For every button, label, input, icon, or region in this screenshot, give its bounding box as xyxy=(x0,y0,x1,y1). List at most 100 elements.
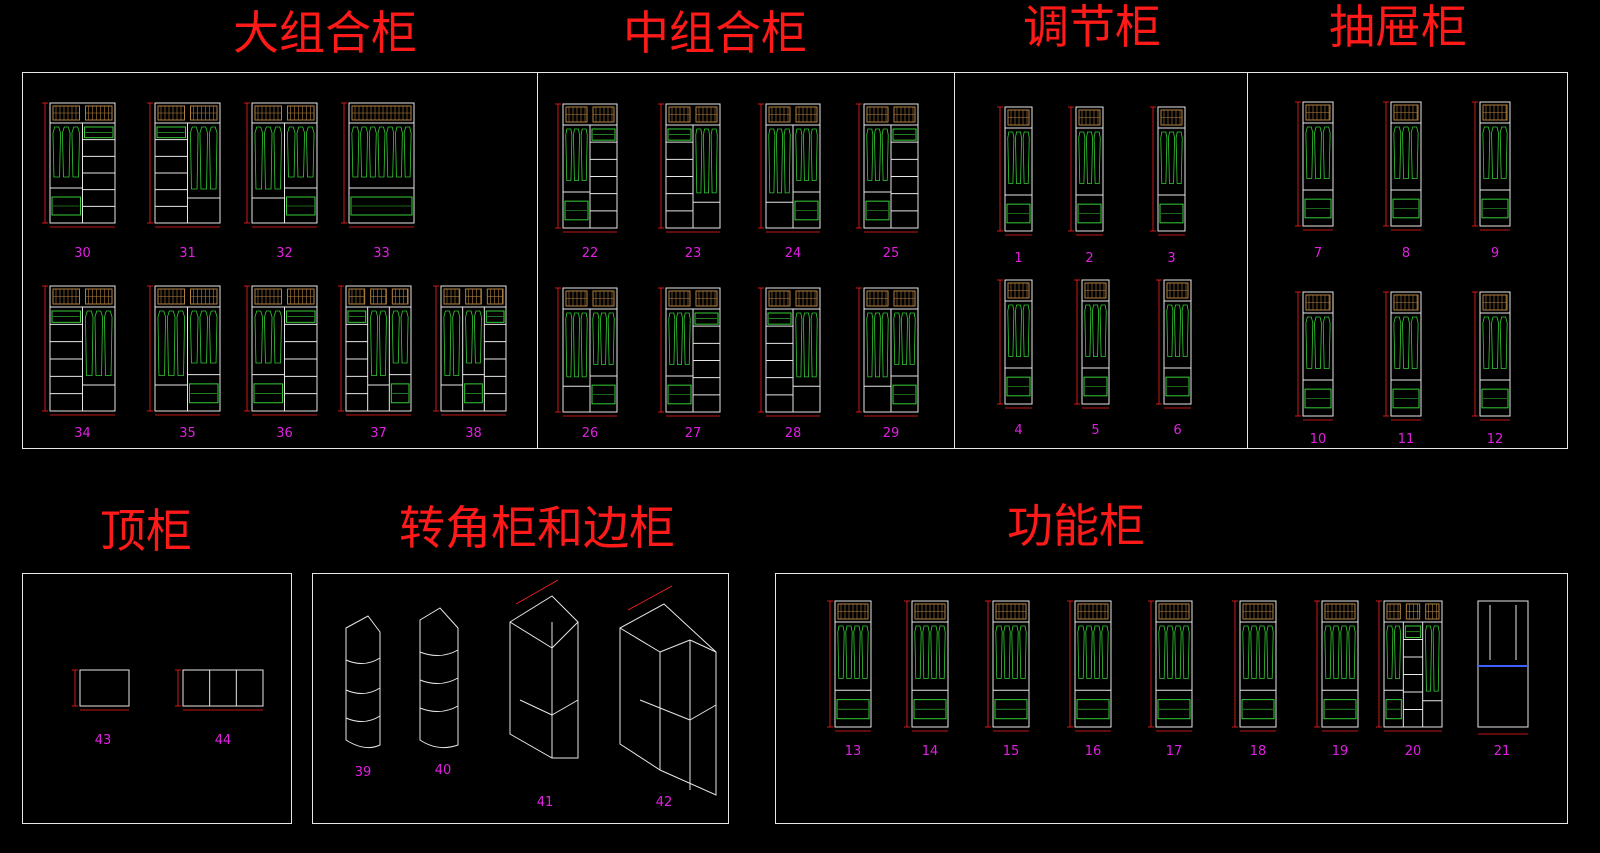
svg-text:30: 30 xyxy=(74,246,91,261)
cabinet-7: 7 xyxy=(1295,101,1334,261)
svg-text:1: 1 xyxy=(1014,251,1022,266)
svg-text:16: 16 xyxy=(1085,744,1102,759)
cabinet-14: 14 xyxy=(904,600,949,759)
svg-text:7: 7 xyxy=(1314,246,1322,261)
corner-cabinet-39: 39 xyxy=(345,615,381,780)
cabinet-35: 35 xyxy=(147,285,221,441)
svg-text:14: 14 xyxy=(922,744,939,759)
svg-text:26: 26 xyxy=(582,426,599,441)
frame-corner xyxy=(312,573,729,824)
cabinet-16: 16 xyxy=(1067,600,1112,759)
title-medium-combo: 中组合柜 xyxy=(623,6,807,60)
svg-text:9: 9 xyxy=(1491,246,1499,261)
svg-text:39: 39 xyxy=(355,765,372,780)
cabinet-20: 20 xyxy=(1376,600,1443,759)
svg-text:35: 35 xyxy=(179,426,196,441)
cabinet-2: 2 xyxy=(1068,106,1104,266)
cabinet-1: 1 xyxy=(997,106,1033,266)
svg-text:42: 42 xyxy=(656,795,673,810)
frame-drawer xyxy=(1247,72,1568,449)
cabinet-22: 22 xyxy=(555,103,618,261)
svg-text:20: 20 xyxy=(1405,744,1422,759)
cabinet-33: 33 xyxy=(341,102,415,261)
svg-text:19: 19 xyxy=(1332,744,1349,759)
side-cabinet-42: 42 xyxy=(619,585,717,810)
svg-text:29: 29 xyxy=(883,426,900,441)
svg-text:28: 28 xyxy=(785,426,802,441)
cabinet-4: 4 xyxy=(997,279,1033,438)
svg-text:13: 13 xyxy=(845,744,862,759)
cabinet-34: 34 xyxy=(42,285,116,441)
cabinet-5: 5 xyxy=(1074,279,1110,438)
title-adjust: 调节柜 xyxy=(1023,0,1161,54)
svg-text:2: 2 xyxy=(1085,251,1093,266)
title-corner: 转角柜和边柜 xyxy=(399,501,675,555)
cabinet-19: 19 xyxy=(1314,600,1359,759)
corner-cabinet-40: 40 xyxy=(419,607,459,778)
svg-text:12: 12 xyxy=(1487,432,1504,447)
cabinet-32: 32 xyxy=(244,102,318,261)
title-drawer: 抽屉柜 xyxy=(1329,0,1467,54)
cabinet-37: 37 xyxy=(338,285,412,441)
svg-text:3: 3 xyxy=(1167,251,1175,266)
top-cabinet-44: 44 xyxy=(175,669,264,748)
svg-text:32: 32 xyxy=(276,246,293,261)
cabinet-26: 26 xyxy=(555,287,618,441)
svg-text:17: 17 xyxy=(1166,744,1183,759)
svg-text:23: 23 xyxy=(685,246,702,261)
top-cabinet-43: 43 xyxy=(72,669,130,748)
cabinet-10: 10 xyxy=(1295,291,1334,447)
title-function: 功能柜 xyxy=(1007,499,1145,553)
cabinet-31: 31 xyxy=(147,102,221,261)
svg-text:43: 43 xyxy=(95,733,112,748)
cabinet-11: 11 xyxy=(1383,291,1422,447)
svg-text:44: 44 xyxy=(215,733,232,748)
cabinet-17: 17 xyxy=(1148,600,1193,759)
cabinet-12: 12 xyxy=(1472,291,1511,447)
cabinet-15: 15 xyxy=(985,600,1030,759)
cabinet-30: 30 xyxy=(42,102,116,261)
svg-text:31: 31 xyxy=(179,246,196,261)
svg-text:10: 10 xyxy=(1310,432,1327,447)
cabinet-36: 36 xyxy=(244,285,318,441)
cabinet-8: 8 xyxy=(1383,101,1422,261)
cabinet-9: 9 xyxy=(1472,101,1511,261)
svg-text:34: 34 xyxy=(74,426,91,441)
svg-text:41: 41 xyxy=(537,795,554,810)
cabinet-38: 38 xyxy=(433,285,507,441)
svg-text:18: 18 xyxy=(1250,744,1267,759)
svg-text:40: 40 xyxy=(435,763,452,778)
cabinet-28: 28 xyxy=(758,287,821,441)
cabinet-21: 21 xyxy=(1477,600,1529,759)
svg-text:33: 33 xyxy=(373,246,390,261)
svg-text:6: 6 xyxy=(1173,423,1181,438)
cabinet-23: 23 xyxy=(658,103,721,261)
cabinet-3: 3 xyxy=(1150,106,1186,266)
svg-text:22: 22 xyxy=(582,246,599,261)
svg-text:27: 27 xyxy=(685,426,702,441)
side-cabinet-41: 41 xyxy=(509,579,579,810)
svg-text:21: 21 xyxy=(1494,744,1511,759)
title-large-combo: 大组合柜 xyxy=(233,6,417,60)
cabinet-29: 29 xyxy=(856,287,919,441)
svg-text:25: 25 xyxy=(883,246,900,261)
svg-text:36: 36 xyxy=(276,426,293,441)
cabinet-6: 6 xyxy=(1156,279,1192,438)
cabinet-27: 27 xyxy=(658,287,721,441)
svg-text:4: 4 xyxy=(1014,423,1022,438)
svg-text:15: 15 xyxy=(1003,744,1020,759)
cabinet-13: 13 xyxy=(827,600,872,759)
frame-function xyxy=(775,573,1568,824)
cabinet-18: 18 xyxy=(1232,600,1277,759)
cabinet-25: 25 xyxy=(856,103,919,261)
frame-top xyxy=(22,573,292,824)
svg-text:38: 38 xyxy=(465,426,482,441)
cabinet-24: 24 xyxy=(758,103,821,261)
svg-text:24: 24 xyxy=(785,246,802,261)
title-top: 顶柜 xyxy=(100,504,192,558)
svg-text:11: 11 xyxy=(1398,432,1415,447)
svg-text:37: 37 xyxy=(370,426,387,441)
svg-text:5: 5 xyxy=(1091,423,1099,438)
svg-text:8: 8 xyxy=(1402,246,1410,261)
